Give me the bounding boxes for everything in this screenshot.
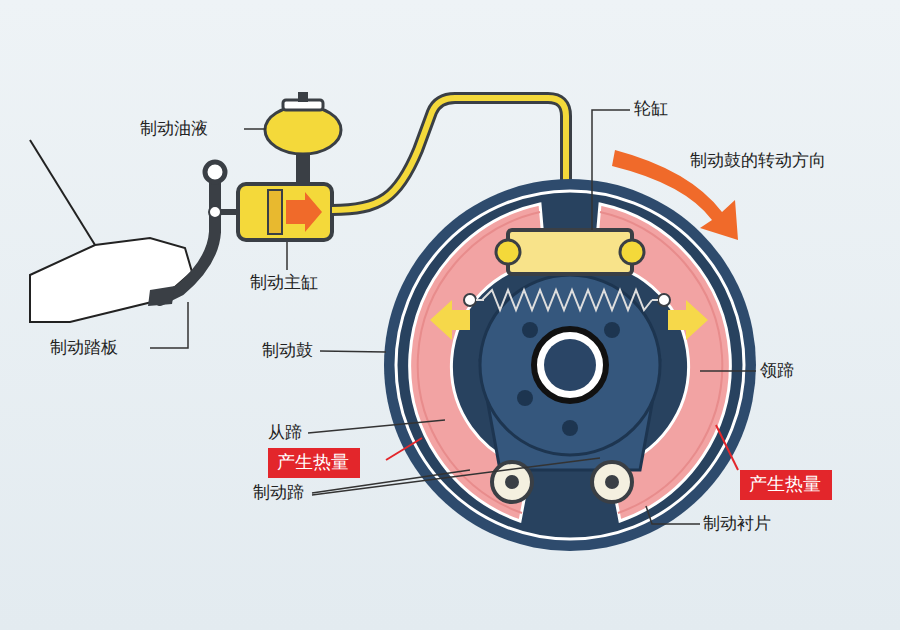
drum-inner [396,191,744,539]
return-spring [482,290,652,310]
bolt-hole [604,322,620,338]
master-cylinder [238,184,332,240]
force-arrow [668,300,708,340]
shoe-pivot [592,462,632,502]
pivot-pin [505,475,519,489]
part-label: 领蹄 [760,360,794,380]
callout-text: 产生热量 [277,451,351,473]
bolt-hole [562,420,578,436]
hub-bore [544,339,596,391]
reservoir-knob [298,92,308,102]
bolt-hole [517,390,533,406]
foot-shape [30,238,192,322]
push-arrow [286,192,322,232]
cylinder-piston [620,240,644,264]
leader-lines [150,110,756,524]
part-label: 制动鼓的转动方向 [690,150,826,170]
pedal-pivot [205,162,225,182]
part-label: 制动鼓 [262,340,313,360]
leg-outline [30,140,95,245]
pedal-pad [148,286,175,306]
fluid-reservoir [265,106,341,154]
part-label: 制动主缸 [250,272,318,292]
part-label: 制动蹄 [253,482,304,502]
pivot-pin [605,475,619,489]
callout-text: 产生热量 [749,473,823,495]
part-label: 制动踏板 [50,337,118,357]
cylinder-piston [496,240,520,264]
heat-leaders [386,425,738,470]
heat-callout-box: 产生热量 [740,470,832,500]
force-arrow [430,300,470,340]
hub-center [534,329,606,401]
part-label: 制动衬片 [703,513,771,533]
bolt-hole [522,322,538,338]
spring-hook [464,294,476,306]
part-label: 从蹄 [268,422,302,442]
part-label: 轮缸 [634,98,668,118]
pedal-joint [209,206,221,218]
spring-hook [658,294,670,306]
piston [268,190,282,234]
part-label: 制动油液 [140,118,208,138]
brake-drum [384,179,756,551]
heat-callout-box: 产生热量 [268,448,360,478]
hub-plate [480,275,660,455]
wheel-cylinder [508,230,632,274]
pedal-lever [160,180,215,300]
